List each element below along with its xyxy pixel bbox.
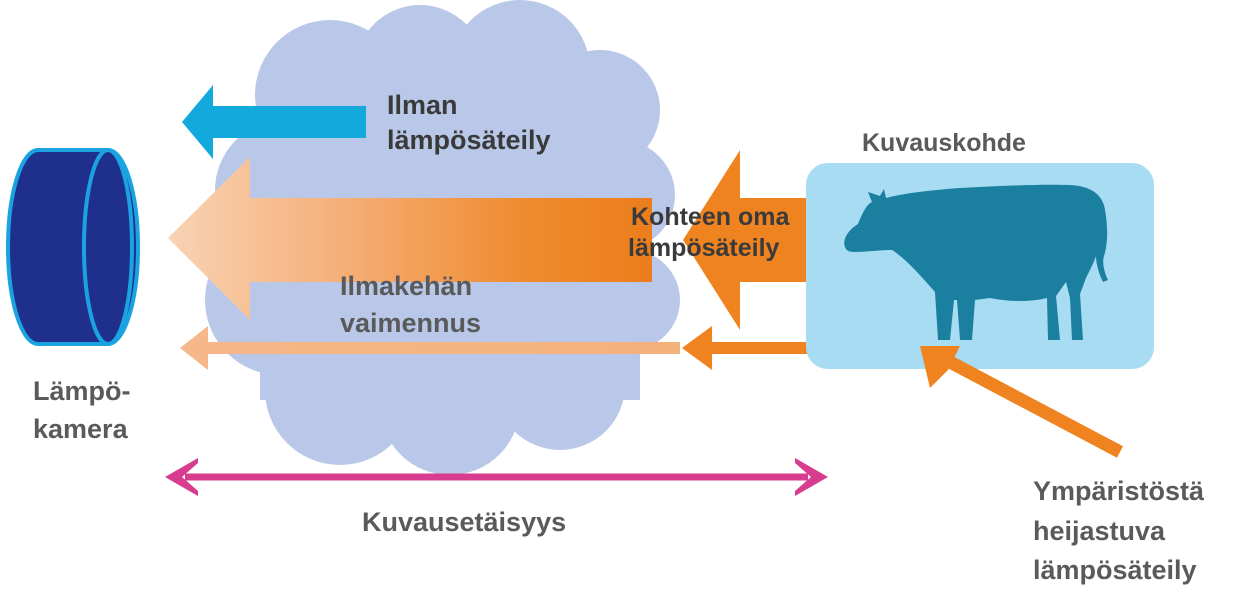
reflected-radiation-label-line2: heijastuva <box>1033 516 1166 546</box>
air-radiation-label-line1: Ilman <box>387 90 458 120</box>
attenuation-arrow <box>180 326 680 370</box>
target-radiation-label-line2: lämpösäteily <box>628 234 780 262</box>
target-title: Kuvauskohde <box>862 129 1026 157</box>
distance-label: Kuvausetäisyys <box>362 507 567 537</box>
air-radiation-label-line2: lämpösäteily <box>387 125 551 155</box>
target-radiation-label-line1: Kohteen oma <box>631 203 790 231</box>
camera-label-line2: kamera <box>33 414 128 444</box>
reflected-radiation-arrow-head <box>920 346 960 388</box>
attenuation-label-line2: vaimennus <box>340 308 482 338</box>
reflected-radiation-label-line3: lämpösäteily <box>1033 555 1197 585</box>
attenuation-label-line1: Ilmakehän <box>340 271 473 301</box>
air-radiation-arrow <box>182 85 366 159</box>
reflected-radiation-arrow-shaft <box>946 356 1124 458</box>
camera-label-line1: Lämpö- <box>33 376 131 406</box>
cow-icon <box>844 184 1108 340</box>
reflected-radiation-label-line1: Ympäristöstä <box>1033 476 1205 506</box>
thermal-camera-icon <box>6 148 140 346</box>
target-radiation-arrow <box>683 150 808 330</box>
target-radiation-through-air-arrow <box>168 157 652 320</box>
distance-arrow <box>165 458 828 496</box>
